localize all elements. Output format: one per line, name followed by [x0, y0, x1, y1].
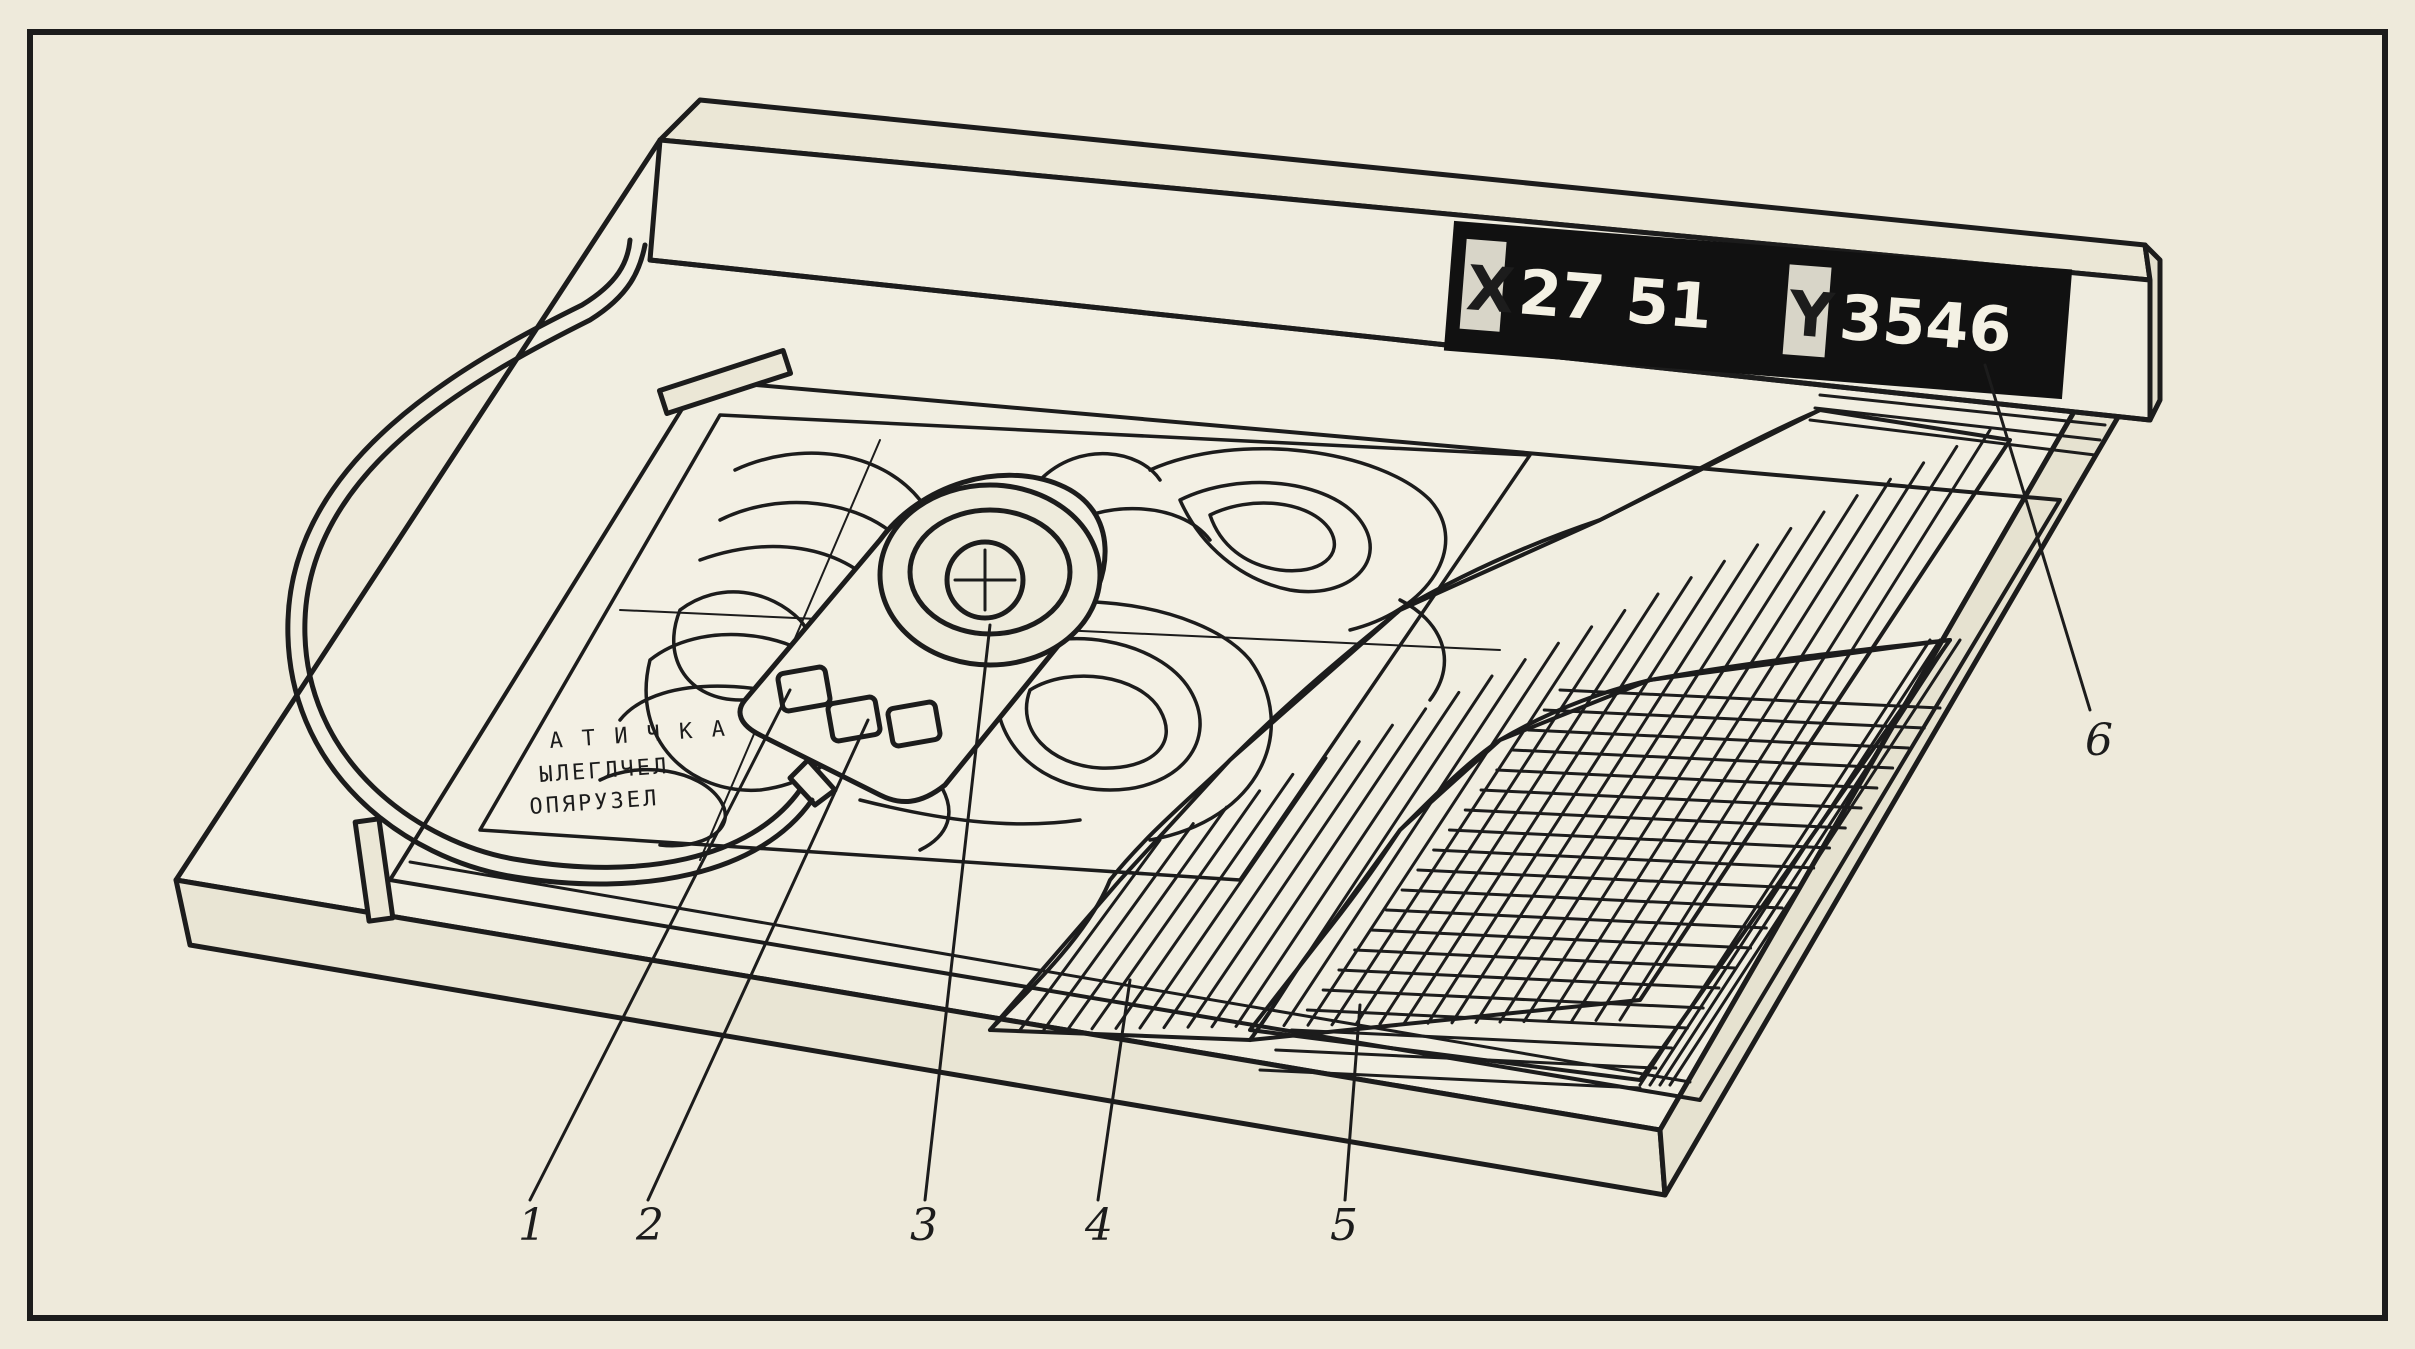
leader-3: [923, 623, 992, 1202]
cable-inner: [285, 237, 815, 887]
y-wire: [1369, 928, 1753, 950]
x-axis-badge: [1459, 238, 1507, 332]
coordinate-display: X 27 51 Y 3546: [1443, 220, 2073, 400]
y-wire: [1511, 748, 1895, 770]
x-wire: [1594, 444, 1959, 1022]
y-axis-badge: [1782, 264, 1832, 358]
contour-line: [1148, 447, 1448, 632]
display-panel: [1443, 220, 2073, 400]
x-wire: [1450, 543, 1760, 1025]
contour-line: [1398, 598, 1447, 702]
y-wire: [1258, 1068, 1642, 1090]
x-wire: [1090, 789, 1262, 1031]
x-wire: [1138, 756, 1328, 1030]
x-wire: [1354, 608, 1627, 1026]
clamp-top: [656, 348, 794, 416]
callout-5: 5: [1330, 1200, 1358, 1251]
crosshair-lens: [944, 539, 1026, 621]
contour-line: [1178, 480, 1372, 594]
y-wire: [1384, 908, 1768, 930]
y-axis-label: Y: [1785, 276, 1838, 352]
x-wire: [1114, 772, 1295, 1030]
y-wire: [1274, 1048, 1658, 1070]
x-wire: [1402, 576, 1693, 1026]
cable-plug: [787, 757, 838, 808]
y-wire: [1400, 888, 1784, 910]
puck-cable: [285, 237, 815, 887]
contour-line: [858, 798, 1082, 826]
y-wire: [1495, 768, 1879, 790]
y-wire: [1337, 968, 1721, 990]
leader-4: [1096, 978, 1132, 1202]
y-wire: [1416, 868, 1800, 890]
x-wire: [1306, 641, 1560, 1027]
x-wire: [1066, 805, 1228, 1031]
leader-1: [528, 688, 792, 1202]
x-axis-label: X: [1464, 251, 1517, 328]
x-wire: [1426, 559, 1726, 1025]
figure-frame: [27, 29, 2388, 1321]
x-wire: [1186, 723, 1394, 1029]
callout-6: 6: [2085, 715, 2113, 766]
console-end: [2142, 242, 2163, 423]
contour-line: [1208, 501, 1337, 573]
x-wire: [1282, 658, 1527, 1028]
x-wire: [1018, 838, 1162, 1032]
x-wire: [1210, 707, 1428, 1029]
y-wire: [1353, 948, 1737, 970]
x-wire: [1498, 510, 1826, 1024]
callout-2: 2: [635, 1200, 664, 1251]
contour-line: [994, 636, 1202, 792]
callout-labels: 1 2 3 4 5 6: [518, 715, 2113, 1251]
y-wire: [1432, 848, 1816, 870]
y-wire: [1526, 728, 1910, 750]
edge-wire: [1648, 638, 1942, 1087]
y-wire: [1447, 828, 1831, 850]
cursor-puck: [737, 472, 1108, 808]
puck-button[interactable]: [775, 664, 833, 714]
work-area: [388, 378, 2062, 1102]
work-area-border: [388, 378, 2062, 1102]
clamp-left: [352, 816, 396, 924]
cutaway-grid: [988, 408, 2012, 1090]
torn-edge: [1248, 638, 1952, 1042]
edge-wire: [1668, 638, 1962, 1087]
y-coordinate-value: 3546: [1837, 281, 2015, 367]
puck-button[interactable]: [825, 694, 883, 744]
leader-2: [646, 718, 870, 1202]
leader-5: [1343, 1003, 1362, 1202]
cable-outer: [302, 242, 803, 870]
display-slot: [1808, 393, 2107, 457]
x-wire: [1234, 690, 1461, 1028]
leader-6: [1983, 363, 2092, 712]
contour-line: [598, 767, 728, 848]
x-wire: [1330, 625, 1594, 1027]
torn-edge: [988, 408, 1822, 1032]
x-wire: [1618, 428, 1992, 1022]
callout-4: 4: [1084, 1200, 1113, 1251]
y-wire: [1542, 708, 1926, 730]
y-wire: [1463, 808, 1847, 830]
puck-button[interactable]: [885, 699, 943, 749]
x-wire: [1042, 822, 1195, 1032]
y-wire: [1558, 688, 1942, 710]
leader-lines: [528, 363, 2092, 1202]
y-wire: [1479, 788, 1863, 810]
callout-3: 3: [910, 1200, 938, 1251]
edge-wire: [1658, 638, 1952, 1087]
paper-clamps: [352, 348, 794, 924]
x-wire: [1546, 477, 1892, 1023]
edge-wire: [1638, 638, 1932, 1087]
contour-line: [1024, 674, 1168, 770]
y-wire: [1305, 1008, 1689, 1030]
y-wires: [1258, 638, 1962, 1090]
x-coordinate-value: 27 51: [1516, 255, 1715, 343]
y-wire: [1290, 1028, 1674, 1050]
y-wire: [1321, 988, 1705, 1010]
callout-1: 1: [518, 1200, 546, 1251]
x-wire: [1162, 740, 1361, 1030]
